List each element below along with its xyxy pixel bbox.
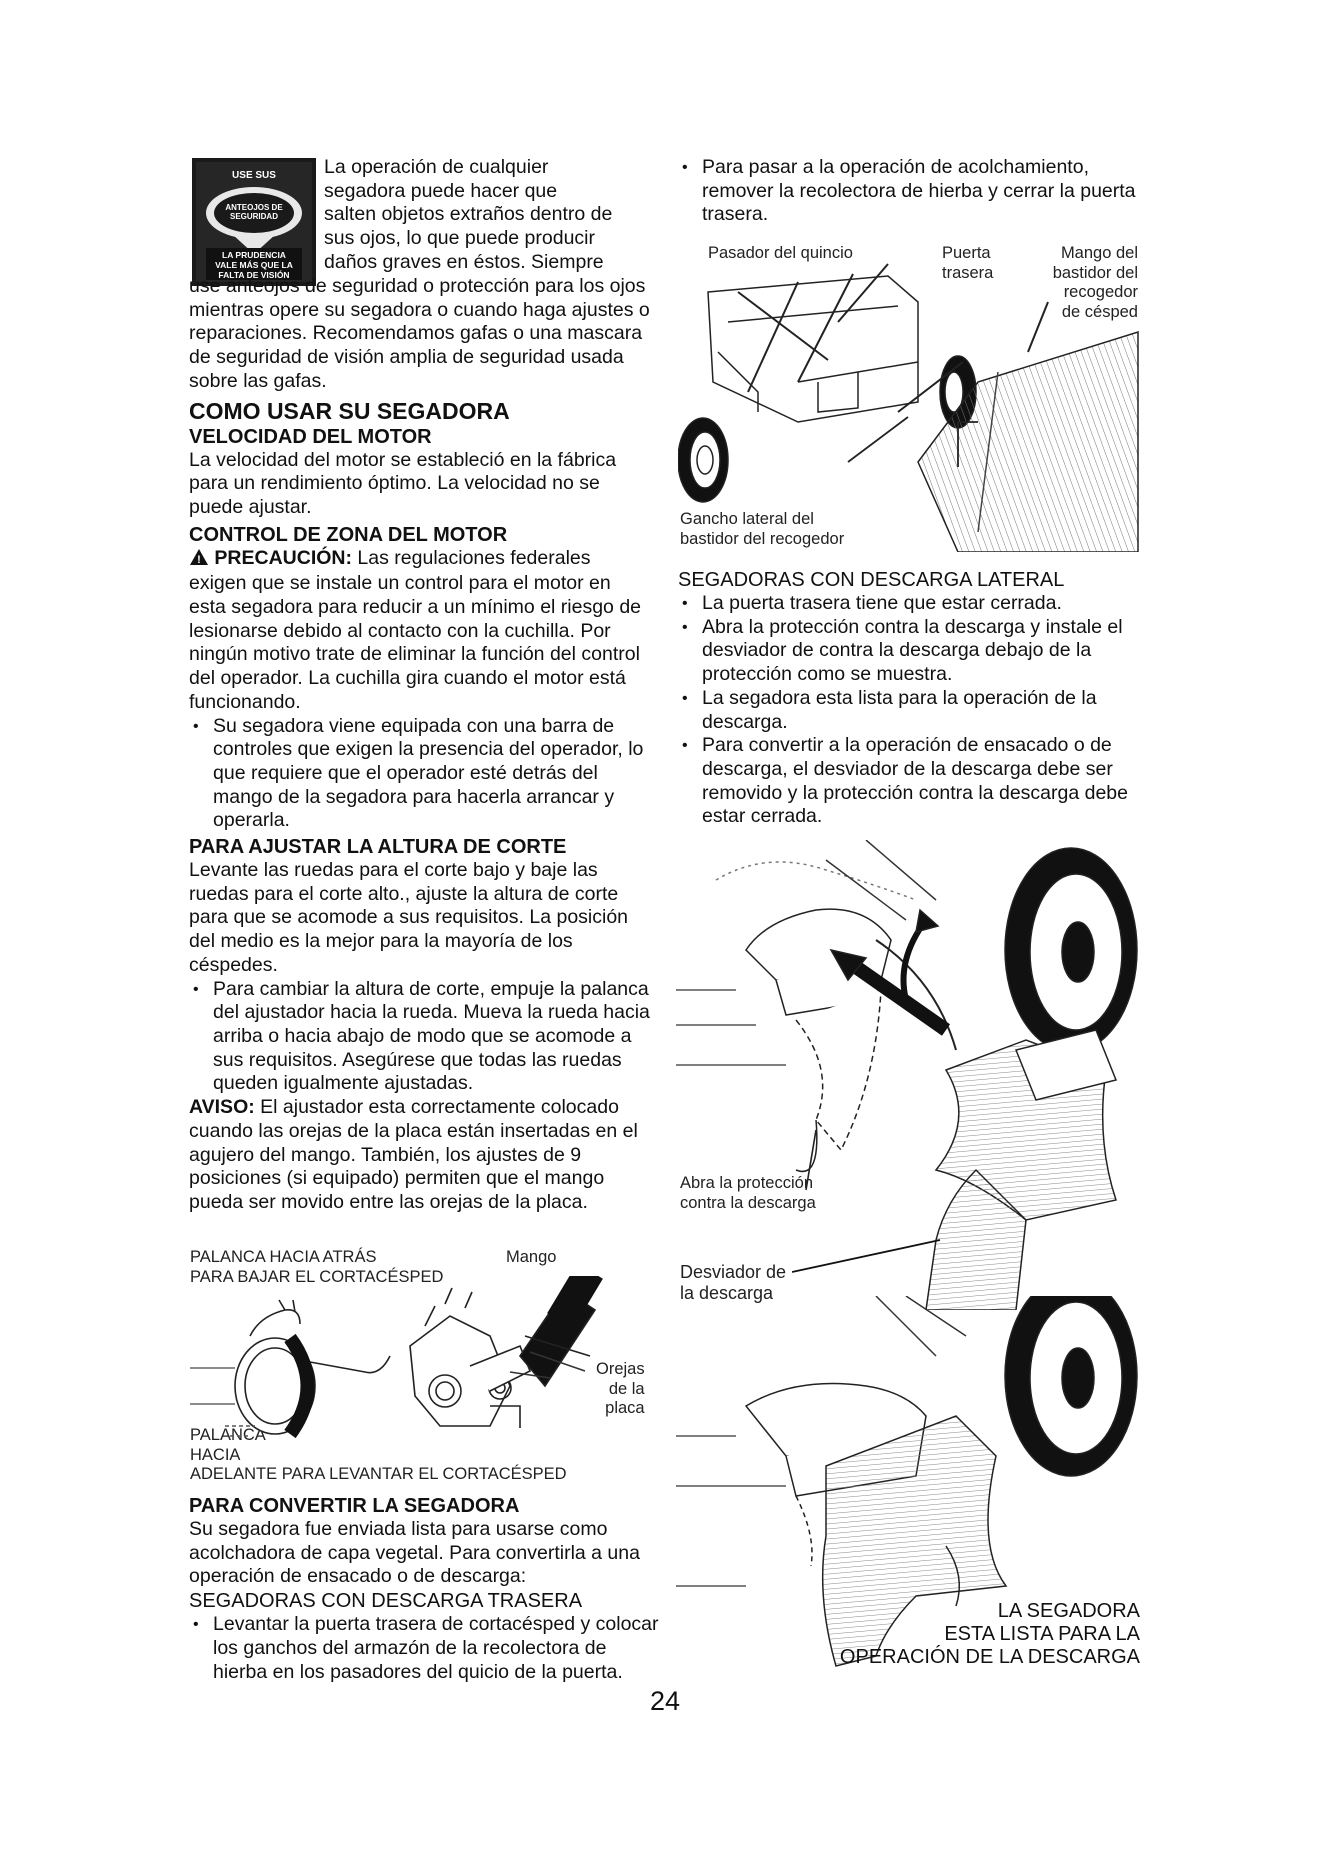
fig-label-rear-door: Puerta trasera xyxy=(942,244,994,282)
fig-label-catcher-frame-handle: Mango del bastidor del recogedor de césp… xyxy=(1052,244,1138,321)
caution-warning-icon: ! xyxy=(189,548,209,573)
height-adjuster-illustration xyxy=(190,1276,603,1439)
intro-line: segadora puede hacer que xyxy=(324,179,558,202)
svg-text:ANTEOJOS DE: ANTEOJOS DE xyxy=(225,203,283,212)
intro-line: La operación de cualquier xyxy=(324,156,549,178)
intro-beside-badge: La operación de cualquier segadora puede… xyxy=(324,156,654,275)
badge-bottom-2: VALE MÁS QUE LA xyxy=(215,260,293,270)
list-item: Para cambiar la altura de corte, empuje … xyxy=(189,978,651,1097)
intro-line: daños graves en éstos. Siempre xyxy=(324,250,604,273)
badge-top-text: USE SUS xyxy=(232,170,276,181)
list-item: La puerta trasera tiene que estar cerrad… xyxy=(678,592,1148,616)
intro-rest: use anteojos de seguridad o protección p… xyxy=(189,275,650,392)
heading-cut-height: PARA AJUSTAR LA ALTURA DE CORTE xyxy=(189,836,567,859)
badge-bottom-1: LA PRUDENCIA xyxy=(222,250,286,260)
fig-label-lever-forward: PALANCA HACIA ADELANTE PARA LEVANTAR EL … xyxy=(190,1426,567,1483)
convert-text: Su segadora fue enviada lista para usars… xyxy=(189,1518,640,1588)
fig-label-deflector: Desviador de la descarga xyxy=(680,1262,787,1303)
fig-label-handle: Mango xyxy=(506,1248,557,1266)
heading-engine-speed: VELOCIDAD DEL MOTOR xyxy=(189,425,432,448)
heading-engine-zone-control: CONTROL DE ZONA DEL MOTOR xyxy=(189,523,508,546)
caution-text: Las regulaciones federales exigen que se… xyxy=(189,546,642,713)
list-item: Levantar la puerta trasera de cortacéspe… xyxy=(189,1613,659,1684)
badge-bottom-3: FALTA DE VISIÓN xyxy=(218,269,289,280)
engine-speed-text: La velocidad del motor se estableció en … xyxy=(189,448,617,518)
side-discharge-block: SEGADORAS CON DESCARGA LATERAL La puerta… xyxy=(678,568,1148,829)
notice-text: El ajustador esta correctamente colocado… xyxy=(189,1096,638,1213)
list-item: Para pasar a la operación de acolchamien… xyxy=(678,156,1148,227)
page-number: 24 xyxy=(650,1686,681,1716)
heading-side-discharge: SEGADORAS CON DESCARGA LATERAL xyxy=(678,569,1065,591)
ready-for-discharge-illustration xyxy=(676,1296,1138,1667)
list-item: Para convertir a la operación de ensacad… xyxy=(678,734,1148,829)
mulch-bullet-block: Para pasar a la operación de acolchamien… xyxy=(678,156,1148,227)
safety-glasses-badge: USE SUS ANTEOJOS DE SEGURIDAD LA PRUDENC… xyxy=(192,158,316,286)
list-item: Su segadora viene equipada con una barra… xyxy=(189,715,651,834)
caution-paragraph: ! PRECAUCIÓN: Las regulaciones federales… xyxy=(189,547,651,715)
list-item: La segadora esta lista para la operación… xyxy=(678,687,1148,734)
heading-convert-mower: PARA CONVERTIR LA SEGADORA xyxy=(189,1495,520,1517)
fig-label-lever-back: PALANCA HACIA ATRÁS PARA BAJAR EL CORTAC… xyxy=(190,1248,444,1286)
discharge-guard-illustration xyxy=(676,840,1138,1310)
left-column-upper: use anteojos de seguridad o protección p… xyxy=(189,275,651,1215)
fig-label-open-guard: Abra la protección contra la descarga xyxy=(680,1174,816,1212)
left-column-lower: PARA CONVERTIR LA SEGADORA Su segadora f… xyxy=(189,1494,659,1684)
height-bullet-list: Para cambiar la altura de corte, empuje … xyxy=(189,978,651,1097)
svg-text:SEGURIDAD: SEGURIDAD xyxy=(230,212,278,221)
fig-caption-ready-for-discharge: LA SEGADORA ESTA LISTA PARA LA OPERACIÓN… xyxy=(839,1600,1140,1668)
rear-bullet-list: Levantar la puerta trasera de cortacéspe… xyxy=(189,1613,659,1684)
deflector-leader-line xyxy=(792,1239,941,1273)
fig-label-side-hook: Gancho lateral del bastidor del recogedo… xyxy=(680,510,845,548)
notice-paragraph: AVISO: El ajustador esta correctamente c… xyxy=(189,1096,651,1215)
fig-label-hinge-pin: Pasador del quincio xyxy=(708,244,853,262)
fig-label-plate-ears: Orejas de la placa xyxy=(596,1360,645,1417)
grass-catcher-illustration xyxy=(678,263,1139,552)
cut-height-text: Levante las ruedas para el corte bajo y … xyxy=(189,859,629,976)
list-item: Abra la protección contra la descarga y … xyxy=(678,616,1148,687)
caution-label: PRECAUCIÓN: xyxy=(214,546,353,569)
notice-label: AVISO: xyxy=(189,1096,255,1119)
heading-rear-discharge: SEGADORAS CON DESCARGA TRASERA xyxy=(189,1590,583,1613)
svg-text:!: ! xyxy=(197,554,201,566)
side-discharge-list: La puerta trasera tiene que estar cerrad… xyxy=(678,592,1148,829)
intro-line: salten objetos extraños dentro de xyxy=(324,203,613,226)
zone-bullet-list: Su segadora viene equipada con una barra… xyxy=(189,715,651,834)
intro-line: sus ojos, lo que puede producir xyxy=(324,227,596,250)
section-title-how-to-use: COMO USAR SU SEGADORA xyxy=(189,397,510,424)
